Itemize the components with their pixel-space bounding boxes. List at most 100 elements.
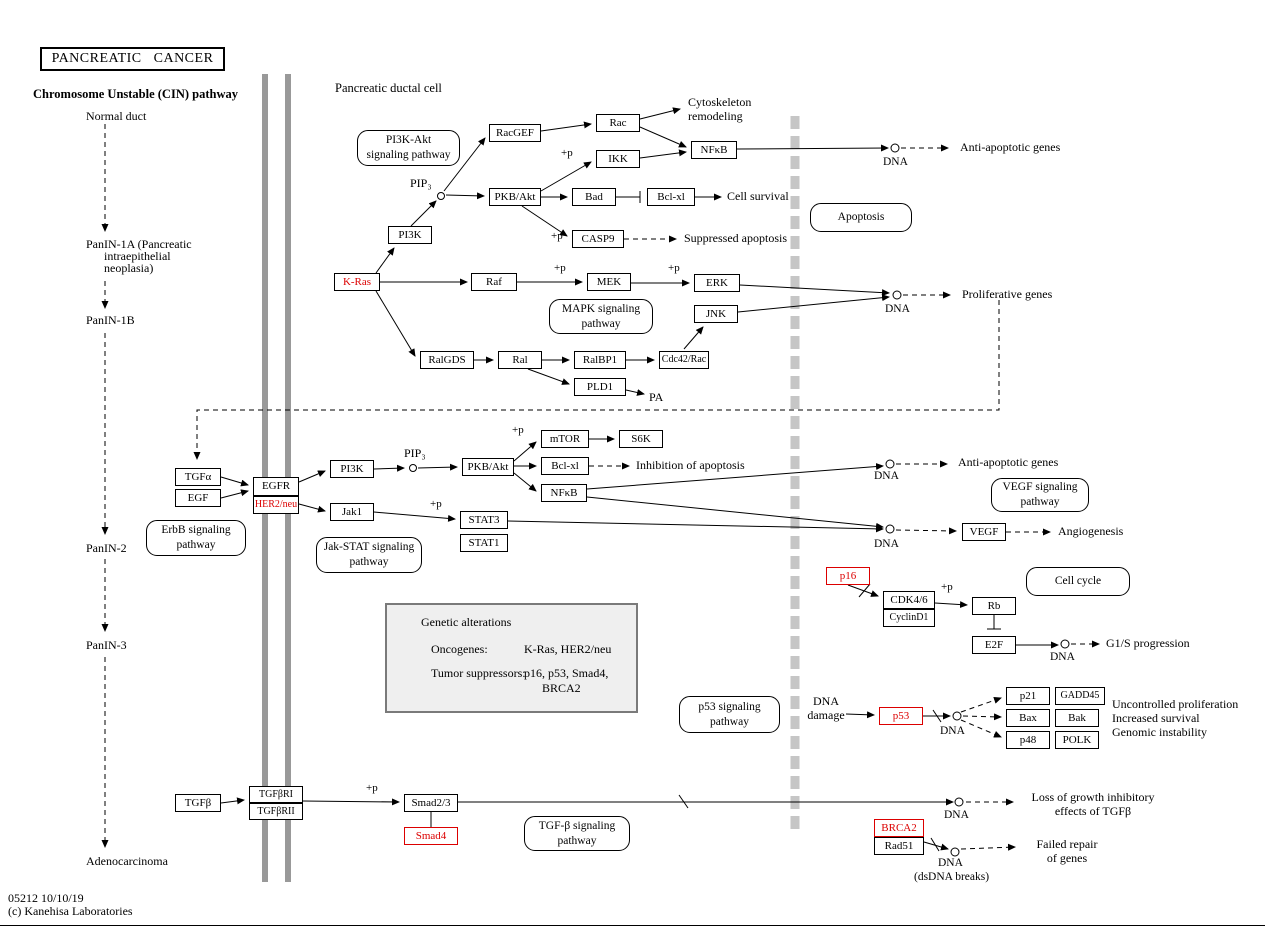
gene-bad[interactable]: Bad xyxy=(572,188,616,206)
label-cell-survival: Cell survival xyxy=(727,189,789,203)
gene-p53[interactable]: p53 xyxy=(879,707,923,725)
copyright: (c) Kanehisa Laboratories xyxy=(8,904,133,918)
gene-jnk[interactable]: JNK xyxy=(694,305,738,323)
inhibition-bars xyxy=(430,191,1001,827)
gene-smad4[interactable]: Smad4 xyxy=(404,827,458,845)
label-anti-apoptotic-genes-1: Anti-apoptotic genes xyxy=(960,140,1061,154)
pathway-box-jak-stat[interactable]: Jak-STAT signaling pathway xyxy=(316,537,422,573)
label-dna-5: DNA xyxy=(1050,651,1075,663)
gene-brca2[interactable]: BRCA2 xyxy=(874,819,924,837)
gene-bcl-xl-1[interactable]: Bcl-xl xyxy=(647,188,695,206)
gene-mtor[interactable]: mTOR xyxy=(541,430,589,448)
label-dna-4: DNA xyxy=(874,538,899,550)
gene-stat3[interactable]: STAT3 xyxy=(460,511,508,529)
gene-raf[interactable]: Raf xyxy=(471,273,517,291)
stage-normal-duct: Normal duct xyxy=(86,109,147,123)
gene-egf[interactable]: EGF xyxy=(175,489,221,507)
mutation-slashes xyxy=(678,583,942,852)
gene-polk[interactable]: POLK xyxy=(1055,731,1099,749)
pathway-box-p53-signaling[interactable]: p53 signaling pathway xyxy=(679,696,780,733)
dna-circle-vegf xyxy=(885,524,895,534)
gene-pi3k-2[interactable]: PI3K xyxy=(330,460,374,478)
gene-her2-neu[interactable]: HER2/neu xyxy=(253,496,299,514)
gene-tgfbr2[interactable]: TGFβRII xyxy=(249,803,303,820)
pathway-box-apoptosis[interactable]: Apoptosis xyxy=(810,203,912,232)
edges-solid xyxy=(220,107,1059,851)
label-dna-1: DNA xyxy=(883,156,908,168)
gene-bcl-xl-2[interactable]: Bcl-xl xyxy=(541,457,589,475)
gene-rb[interactable]: Rb xyxy=(972,597,1016,615)
gene-pi3k-1[interactable]: PI3K xyxy=(388,226,432,244)
dna-binding-circles xyxy=(409,143,1070,857)
genetic-alterations-box: Genetic alterations Oncogenes: K-Ras, HE… xyxy=(385,603,638,713)
stage-adenocarcinoma: Adenocarcinoma xyxy=(86,854,168,868)
gene-racgef[interactable]: RacGEF xyxy=(489,124,541,142)
legend-oncogenes-value: K-Ras, HER2/neu xyxy=(524,642,612,656)
label-loss-of-growth: Loss of growth inhibitory effects of TGF… xyxy=(1031,790,1155,818)
gene-cyclind1[interactable]: CyclinD1 xyxy=(883,609,935,627)
gene-casp9[interactable]: CASP9 xyxy=(572,230,624,248)
pathway-box-pi3k-akt[interactable]: PI3K-Akt signaling pathway xyxy=(357,130,460,166)
gene-pld1[interactable]: PLD1 xyxy=(574,378,626,396)
stage-panin3: PanIN-3 xyxy=(86,638,127,652)
pathway-box-erbb[interactable]: ErbB signaling pathway xyxy=(146,520,246,556)
gene-cdk4-6[interactable]: CDK4/6 xyxy=(883,591,935,609)
gene-nfkb-1[interactable]: NFκB xyxy=(691,141,737,159)
label-pip3-2: PIP₃ xyxy=(404,446,426,460)
gene-gadd45[interactable]: GADD45 xyxy=(1055,687,1105,705)
pathway-box-mapk[interactable]: MAPK signaling pathway xyxy=(549,299,653,334)
gene-k-ras[interactable]: K-Ras xyxy=(334,273,380,291)
gene-smad2-3[interactable]: Smad2/3 xyxy=(404,794,458,812)
gene-vegf[interactable]: VEGF xyxy=(962,523,1006,541)
gene-p16[interactable]: p16 xyxy=(826,567,870,585)
dna-circle-tgfb xyxy=(954,797,964,807)
cin-pathway-subtitle: Chromosome Unstable (CIN) pathway xyxy=(33,87,238,101)
gene-mek[interactable]: MEK xyxy=(587,273,631,291)
label-dna-3: DNA xyxy=(874,470,899,482)
gene-pkb-akt-1[interactable]: PKB/Akt xyxy=(489,188,541,206)
label-pa: PA xyxy=(649,390,664,404)
gene-cdc42-rac[interactable]: Cdc42/Rac xyxy=(659,351,709,369)
gene-tgfa[interactable]: TGFα xyxy=(175,468,221,486)
legend-suppressors-value: p16, p53, Smad4, BRCA2 xyxy=(524,666,609,695)
gene-s6k[interactable]: S6K xyxy=(619,430,663,448)
label-anti-apoptotic-genes-2: Anti-apoptotic genes xyxy=(958,455,1059,469)
gene-p48[interactable]: p48 xyxy=(1006,731,1050,749)
gene-pkb-akt-2[interactable]: PKB/Akt xyxy=(462,458,514,476)
gene-e2f[interactable]: E2F xyxy=(972,636,1016,654)
legend-title: Genetic alterations xyxy=(421,615,512,629)
gene-ral[interactable]: Ral xyxy=(498,351,542,369)
pathway-box-cell-cycle[interactable]: Cell cycle xyxy=(1026,567,1130,596)
map-id-date: 05212 10/10/19 xyxy=(8,891,84,905)
gene-rac[interactable]: Rac xyxy=(596,114,640,132)
gene-nfkb-2[interactable]: NFκB xyxy=(541,484,587,502)
gene-egfr[interactable]: EGFR xyxy=(253,477,299,496)
label-suppressed-apoptosis: Suppressed apoptosis xyxy=(684,231,787,245)
cell-type-label: Pancreatic ductal cell xyxy=(335,81,442,95)
gene-jak1[interactable]: Jak1 xyxy=(330,503,374,521)
label-plus-p-rb: +p xyxy=(941,581,953,593)
label-g1s-progression: G1/S progression xyxy=(1106,636,1190,650)
gene-stat1[interactable]: STAT1 xyxy=(460,534,508,552)
gene-ralbp1[interactable]: RalBP1 xyxy=(574,351,626,369)
map-title-box: PANCREATIC CANCER xyxy=(40,47,225,71)
label-plus-p-stat3: +p xyxy=(430,498,442,510)
gene-bax[interactable]: Bax xyxy=(1006,709,1050,727)
gene-ikk[interactable]: IKK xyxy=(596,150,640,168)
pip3-node-1 xyxy=(437,192,445,200)
gene-tgfbr1[interactable]: TGFβRI xyxy=(249,786,303,803)
gene-rad51[interactable]: Rad51 xyxy=(874,837,924,855)
label-uncontrolled-proliferation: Uncontrolled proliferation xyxy=(1112,697,1239,711)
gene-ralgds[interactable]: RalGDS xyxy=(420,351,474,369)
gene-erk[interactable]: ERK xyxy=(694,274,740,292)
pip3-node-2 xyxy=(409,464,417,472)
gene-p21[interactable]: p21 xyxy=(1006,687,1050,705)
pathway-box-vegf-signaling[interactable]: VEGF signaling pathway xyxy=(991,478,1089,512)
label-plus-p-ikk: +p xyxy=(561,147,573,159)
legend-oncogenes-label: Oncogenes: xyxy=(431,642,488,656)
gene-tgfb[interactable]: TGFβ xyxy=(175,794,221,812)
gene-bak[interactable]: Bak xyxy=(1055,709,1099,727)
label-dsdna-breaks: (dsDNA breaks) xyxy=(914,871,990,883)
pathway-box-tgfb-signaling[interactable]: TGF-β signaling pathway xyxy=(524,816,630,851)
